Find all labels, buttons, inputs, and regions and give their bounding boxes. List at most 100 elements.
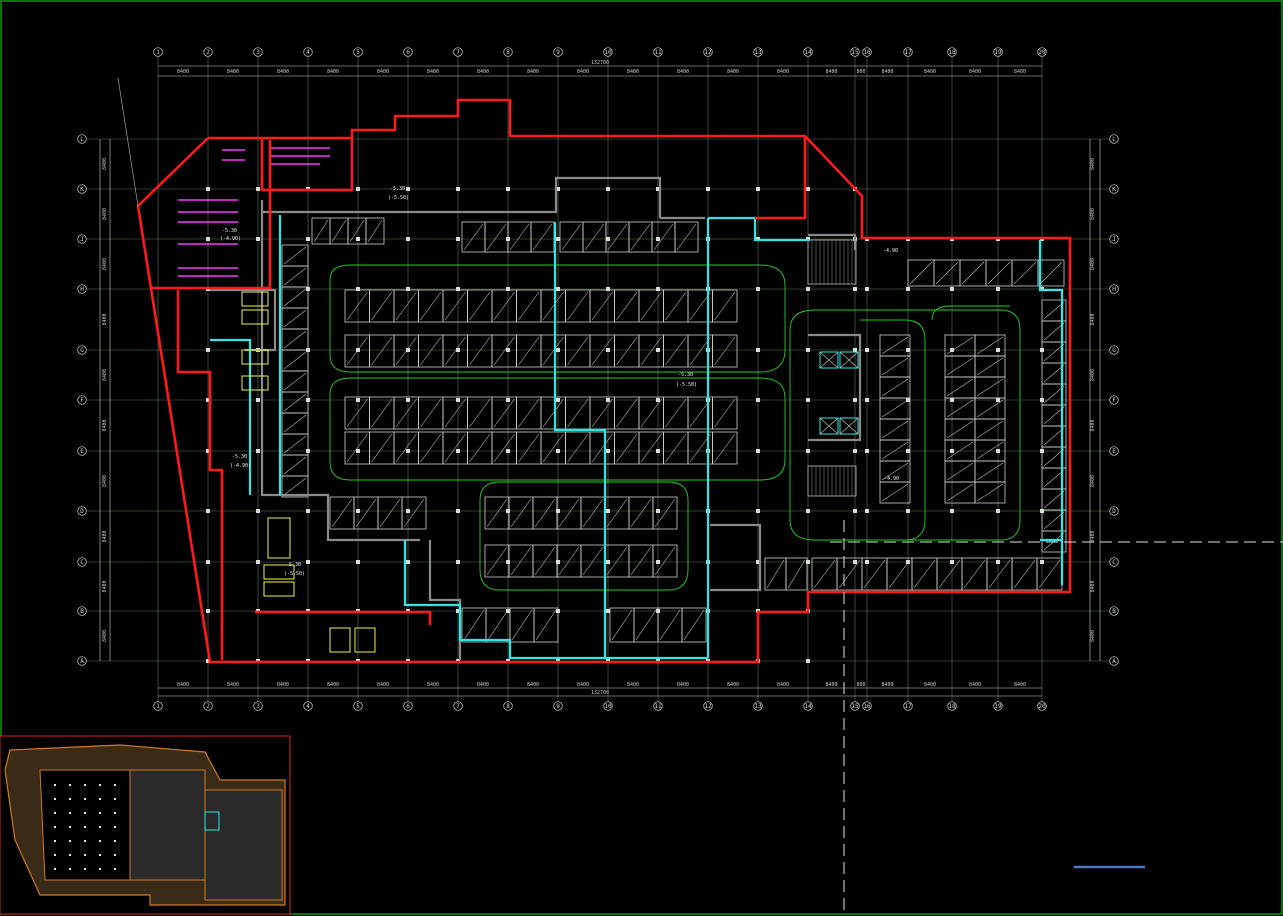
parking-stall-marking	[881, 462, 909, 481]
overall-dimension-bottom: 132700	[591, 690, 609, 696]
structural-column	[556, 398, 560, 402]
parking-stall-marking	[946, 378, 974, 397]
parking-stall-marking	[395, 398, 417, 428]
partition-east-edge	[1038, 240, 1064, 585]
structural-column	[1040, 398, 1044, 402]
parking-stall-marking	[346, 433, 368, 463]
partition-south-west	[403, 540, 708, 660]
grid-bubble-H	[1109, 284, 1119, 294]
parking-stall-marking	[630, 223, 651, 251]
parking-stall	[281, 475, 309, 498]
wall-stair-east	[808, 233, 857, 250]
parking-stall	[652, 544, 678, 578]
structural-column	[806, 560, 810, 564]
bay-dimension-side: 8400	[1090, 158, 1096, 170]
key-plan-column	[113, 853, 117, 857]
grid-label-C: C	[1112, 559, 1116, 566]
parking-stall-marking	[403, 498, 425, 528]
parking-stall	[712, 289, 738, 323]
grid-bubble-16	[862, 47, 872, 57]
parking-stall-marking	[946, 357, 974, 376]
level-label: -5.30	[390, 186, 405, 192]
grid-bubble-15	[850, 701, 860, 711]
grid-bubble-A	[1109, 656, 1119, 666]
grid-label-17: 17	[904, 703, 912, 710]
parking-stall-marking	[535, 609, 557, 641]
grid-label-J: J	[1112, 236, 1116, 243]
structural-column	[656, 449, 660, 453]
bay-dimension: 8400	[727, 682, 739, 688]
parking-stall-marking	[640, 336, 662, 366]
parking-stall-marking	[371, 433, 393, 463]
structural-column	[865, 560, 869, 564]
parking-stall-marking	[591, 291, 613, 321]
level-label: -4.90	[883, 248, 898, 254]
grid-label-E: E	[1112, 448, 1116, 455]
parking-stall-marking	[635, 609, 657, 641]
parking-stall-marking	[420, 398, 442, 428]
level-label: -5.30	[678, 372, 693, 378]
fixture	[263, 564, 295, 580]
key-plan-column	[98, 783, 102, 787]
grid-bubble-20	[1037, 47, 1047, 57]
parking-stall-marking	[946, 399, 974, 418]
structural-column	[906, 348, 910, 352]
structural-column	[756, 187, 760, 191]
parking-stall-marking	[881, 336, 909, 355]
parking-stall	[712, 396, 738, 430]
key-plan-column	[113, 811, 117, 815]
grid-bubble-15	[850, 47, 860, 57]
parking-stall-marking	[534, 498, 556, 528]
elevator-car	[839, 351, 859, 369]
structural-column	[853, 287, 857, 291]
elevator-car	[819, 351, 839, 369]
level-label: -5.30	[286, 562, 301, 568]
parking-stall-marking	[283, 435, 307, 454]
grid-bubble-A	[77, 656, 87, 666]
grid-bubble-L	[77, 134, 87, 144]
structural-column	[1040, 449, 1044, 453]
grid-bubble-18	[947, 47, 957, 57]
structural-column	[865, 398, 869, 402]
bay-dimension: 8400	[1014, 682, 1026, 688]
parking-stall-marking	[395, 291, 417, 321]
structural-column	[406, 449, 410, 453]
bay-dimension-side: 8400	[102, 313, 108, 325]
grid-label-F: F	[80, 397, 84, 404]
key-plan-column	[68, 839, 72, 843]
grid-label-9: 9	[556, 703, 560, 710]
parking-stall-marking	[665, 398, 687, 428]
parking-stall-marking	[463, 609, 485, 641]
bay-dimension-side: 8400	[102, 630, 108, 642]
structural-column	[996, 449, 1000, 453]
structural-column	[206, 237, 210, 241]
key-plan-thumbnail[interactable]	[0, 735, 291, 915]
key-plan-column	[98, 825, 102, 829]
parking-stall-marking	[606, 498, 628, 528]
parking-stall-marking	[444, 336, 466, 366]
grid-label-H: H	[80, 286, 84, 293]
structural-column	[456, 187, 460, 191]
grid-bubble-G	[77, 345, 87, 355]
parking-stall-marking	[511, 609, 533, 641]
parking-stall-marking	[1038, 559, 1061, 589]
grid-bubble-J	[77, 234, 87, 244]
grid-bubble-6	[403, 47, 413, 57]
parking-stall	[652, 496, 678, 530]
structural-column	[356, 237, 360, 241]
structural-column	[506, 509, 510, 513]
parking-stall-marking	[676, 223, 697, 251]
structural-column	[306, 287, 310, 291]
key-plan-zone-b	[129, 769, 206, 881]
parking-stall-marking	[371, 336, 393, 366]
grid-bubble-11	[653, 701, 663, 711]
parking-stall-marking	[584, 223, 605, 251]
bay-dimension-side: 8400	[102, 580, 108, 592]
grid-label-A: A	[80, 658, 84, 665]
structural-column	[996, 348, 1000, 352]
bay-dimension: 8400	[227, 69, 239, 75]
structural-column	[1040, 348, 1044, 352]
bay-dimension: 8400	[527, 69, 539, 75]
